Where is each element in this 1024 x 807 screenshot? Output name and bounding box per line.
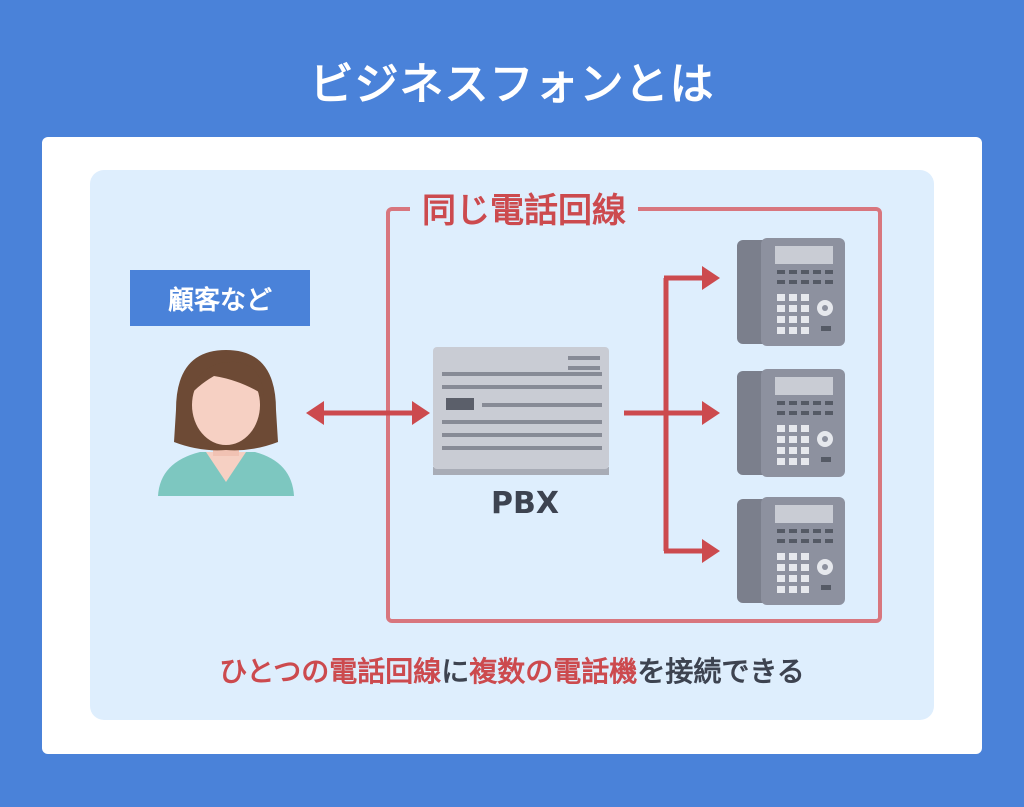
footer-text-ni: に <box>441 655 470 688</box>
desk-phone-icon <box>737 497 845 605</box>
desk-phone-icon <box>737 238 845 346</box>
footer-highlight-phones: 複数の電話機 <box>469 655 638 688</box>
customer-pbx-double-arrow-icon <box>306 401 430 425</box>
customer-badge: 顧客など <box>130 270 310 326</box>
group-label: 同じ電話回線 <box>410 190 638 232</box>
desk-phone-icon <box>737 369 845 477</box>
person-icon <box>158 350 294 496</box>
pbx-icon <box>433 347 609 475</box>
footer-text-connect: を接続できる <box>637 655 805 688</box>
pbx-label: PBX <box>491 486 559 521</box>
pbx-to-phones-arrows-icon <box>624 266 720 563</box>
page-title: ビジネスフォンとは <box>309 59 715 110</box>
footer-highlight-line: ひとつの電話回線 <box>219 655 442 688</box>
footer-caption: ひとつの電話回線に複数の電話機を接続できる <box>90 650 934 690</box>
